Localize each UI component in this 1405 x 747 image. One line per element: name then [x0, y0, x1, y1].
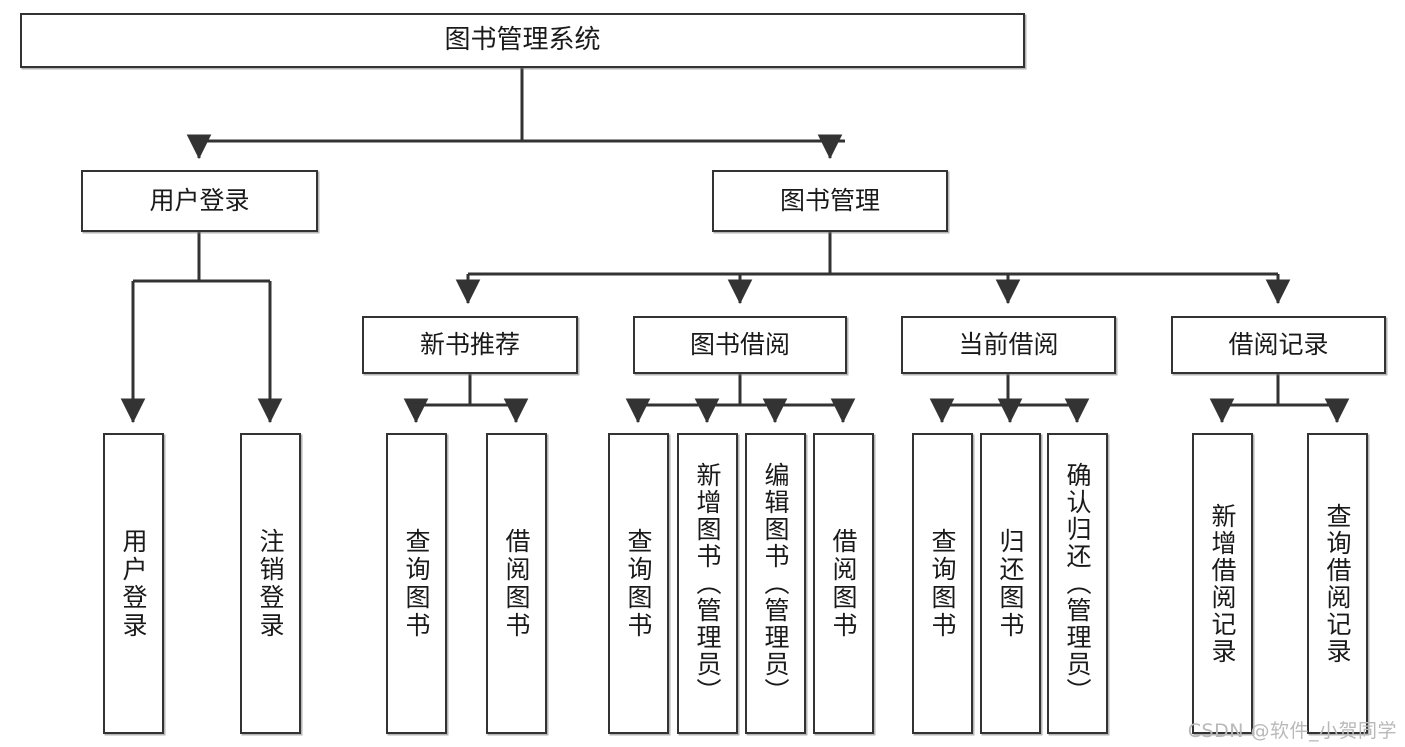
leaf-add-record[interactable]: 新增借阅记录 [1192, 433, 1253, 734]
node-borrow-record-label: 借阅记录 [1228, 330, 1329, 360]
leaf-borrow-book-2-label: 借阅图书 [829, 527, 858, 640]
leaf-query-book-2-label: 查询图书 [624, 527, 653, 640]
watermark-text: CSDN @软件_小贺同学 [1187, 720, 1397, 742]
leaf-confirm-return-label: 确认归还（管理员） [1063, 462, 1092, 705]
leaf-add-record-label: 新增借阅记录 [1208, 502, 1237, 665]
leaf-query-book-1-label: 查询图书 [402, 527, 431, 640]
leaf-add-book-label: 新增图书（管理员） [693, 462, 722, 705]
leaf-query-book-1[interactable]: 查询图书 [386, 433, 447, 734]
node-root-label: 图书管理系统 [444, 25, 601, 56]
node-user-login-label: 用户登录 [149, 186, 250, 216]
node-book-manage-label: 图书管理 [779, 186, 880, 216]
leaf-borrow-book-1-label: 借阅图书 [502, 527, 531, 640]
node-current-borrow-label: 当前借阅 [958, 330, 1059, 360]
node-user-login[interactable]: 用户登录 [81, 170, 318, 232]
node-book-manage[interactable]: 图书管理 [712, 170, 948, 232]
leaf-return-book-label: 归还图书 [996, 527, 1025, 640]
node-current-borrow[interactable]: 当前借阅 [901, 316, 1116, 374]
leaf-query-record[interactable]: 查询借阅记录 [1307, 433, 1368, 734]
leaf-edit-book-label: 编辑图书（管理员） [761, 462, 790, 705]
node-book-borrow-label: 图书借阅 [689, 330, 790, 360]
leaf-return-book[interactable]: 归还图书 [980, 433, 1041, 734]
leaf-borrow-book-1[interactable]: 借阅图书 [486, 433, 547, 734]
node-book-borrow[interactable]: 图书借阅 [633, 316, 847, 374]
leaf-query-book-3[interactable]: 查询图书 [912, 433, 973, 734]
leaf-borrow-book-2[interactable]: 借阅图书 [813, 433, 874, 734]
node-new-book-rec[interactable]: 新书推荐 [362, 316, 578, 374]
node-root[interactable]: 图书管理系统 [20, 13, 1025, 68]
leaf-user-login[interactable]: 用户登录 [103, 433, 164, 734]
leaf-query-book-3-label: 查询图书 [928, 527, 957, 640]
leaf-query-record-label: 查询借阅记录 [1323, 502, 1352, 665]
leaf-query-book-2[interactable]: 查询图书 [608, 433, 669, 734]
node-new-book-rec-label: 新书推荐 [419, 330, 520, 360]
leaf-confirm-return[interactable]: 确认归还（管理员） [1047, 433, 1108, 734]
leaf-user-login-label: 用户登录 [119, 527, 148, 640]
leaf-add-book[interactable]: 新增图书（管理员） [677, 433, 738, 734]
node-borrow-record[interactable]: 借阅记录 [1171, 316, 1386, 374]
leaf-logout-login-label: 注销登录 [256, 527, 285, 640]
leaf-edit-book[interactable]: 编辑图书（管理员） [745, 433, 806, 734]
leaf-logout-login[interactable]: 注销登录 [240, 433, 301, 734]
